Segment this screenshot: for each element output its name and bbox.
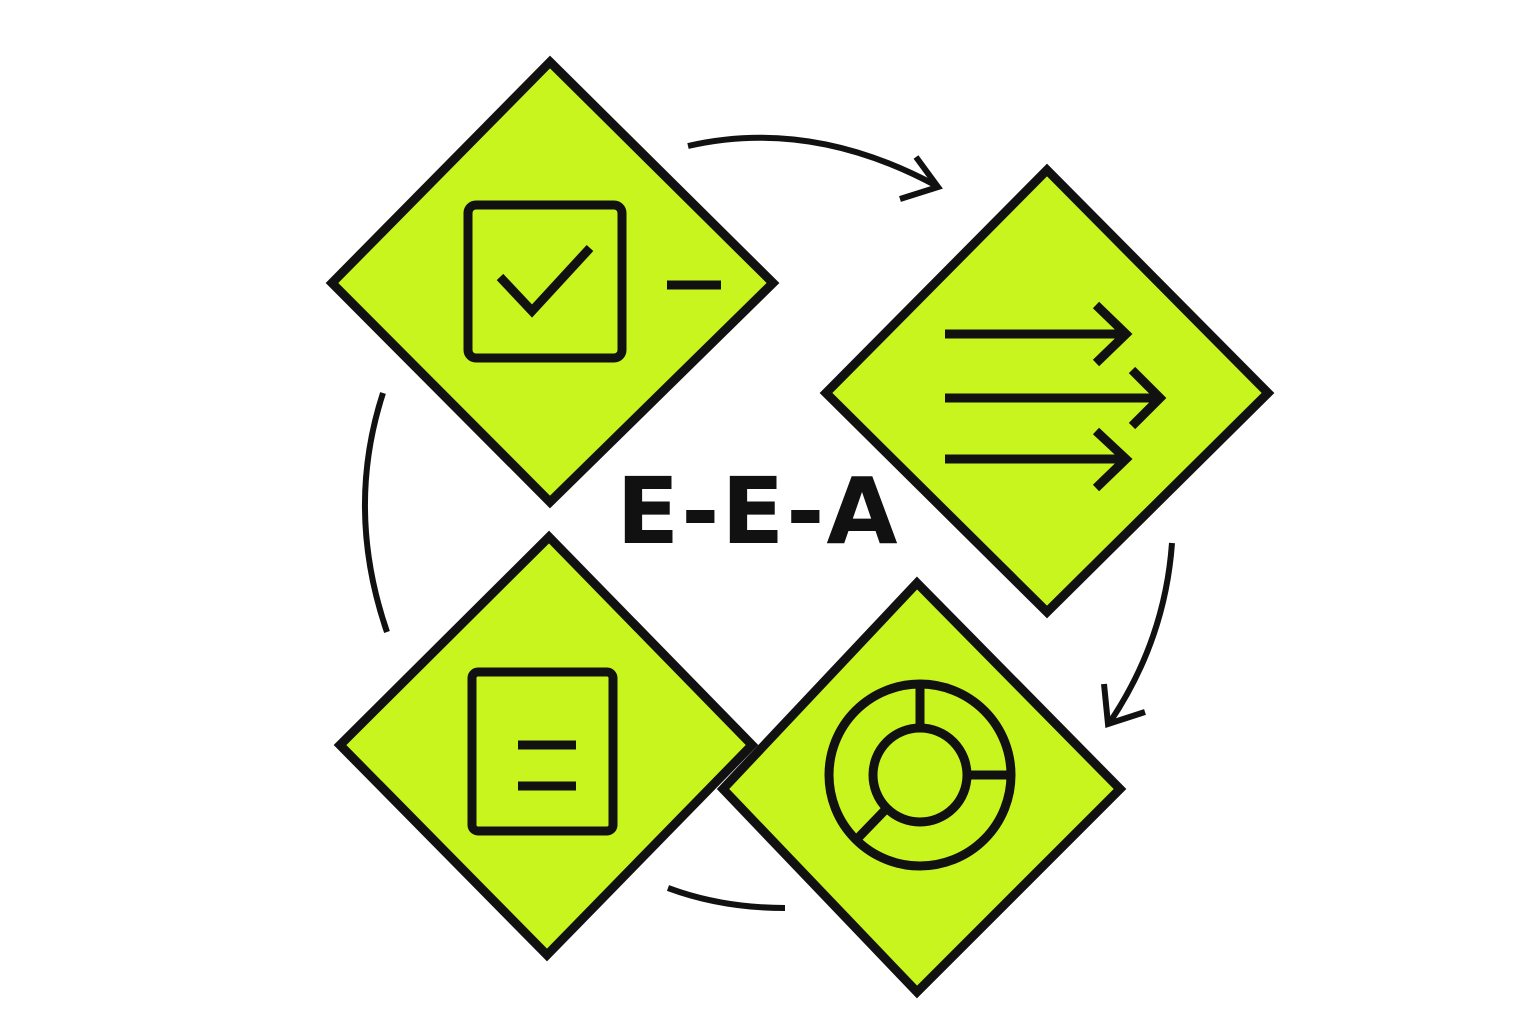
diamond-right xyxy=(819,163,1275,619)
node-right xyxy=(819,163,1275,619)
diamond-top-left xyxy=(325,55,780,509)
top-arc-arrow xyxy=(687,134,937,188)
three-arrows-icon xyxy=(945,301,1167,492)
node-top-left xyxy=(325,55,780,509)
right-arc-arrowhead xyxy=(1101,683,1146,729)
center-label: E-E-A xyxy=(616,458,899,565)
diamond-bottom-right xyxy=(716,576,1127,999)
node-bottom-right xyxy=(716,576,1127,999)
node-bottom-left xyxy=(333,530,759,962)
document-lines-icon xyxy=(467,667,618,836)
left-arc xyxy=(362,392,390,633)
cycle-arcs xyxy=(362,134,1175,911)
checkbox-check-icon xyxy=(463,200,721,363)
bottom-arc xyxy=(666,885,786,911)
top-arc-arrowhead xyxy=(899,155,943,202)
right-arc-arrow xyxy=(1107,542,1175,724)
ring-chart-icon xyxy=(824,679,1016,871)
